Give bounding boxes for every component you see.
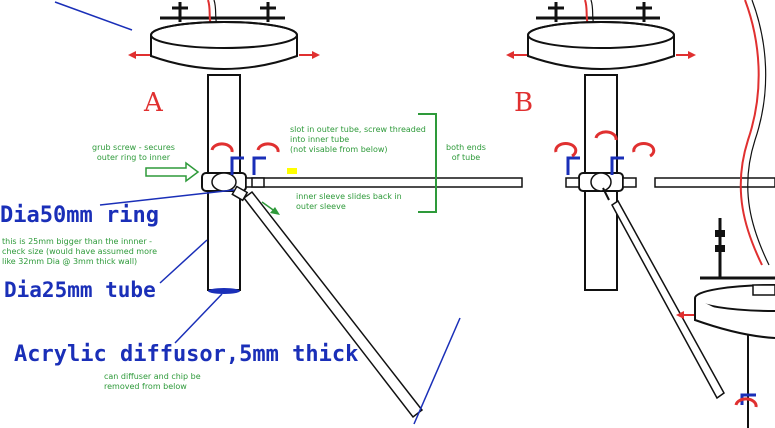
grub-screw-note: grub screw - secures outer ring to inner [92,143,175,162]
diffusor-note: can diffuser and chip be removed from be… [104,372,201,391]
diffusor-label: Acrylic diffusor,5mm thick [14,342,359,367]
ring-label: Dia50mm ring [0,203,159,228]
ring-size-note: this is 25mm bigger than the innner - ch… [2,237,158,266]
pointer-line-tube [159,239,208,284]
fixture-b [506,0,775,400]
fixture-b-label: B [514,88,534,118]
pointer-line-ring [99,189,235,206]
fixture-c [676,0,775,428]
slot-note: slot in outer tube, screw threaded into … [290,125,426,154]
tube-label: Dia25mm tube [4,278,156,302]
pointer-line-top [54,1,133,31]
inner-sleeve-note: inner sleeve slides back in outer sleeve [296,192,402,211]
both-ends-note: both ends of tube [446,143,486,162]
fixture-a [128,0,523,419]
pointer-line-rod [413,317,461,425]
fixture-a-label: A [144,88,163,118]
pointer-line-diffusor [174,293,223,344]
